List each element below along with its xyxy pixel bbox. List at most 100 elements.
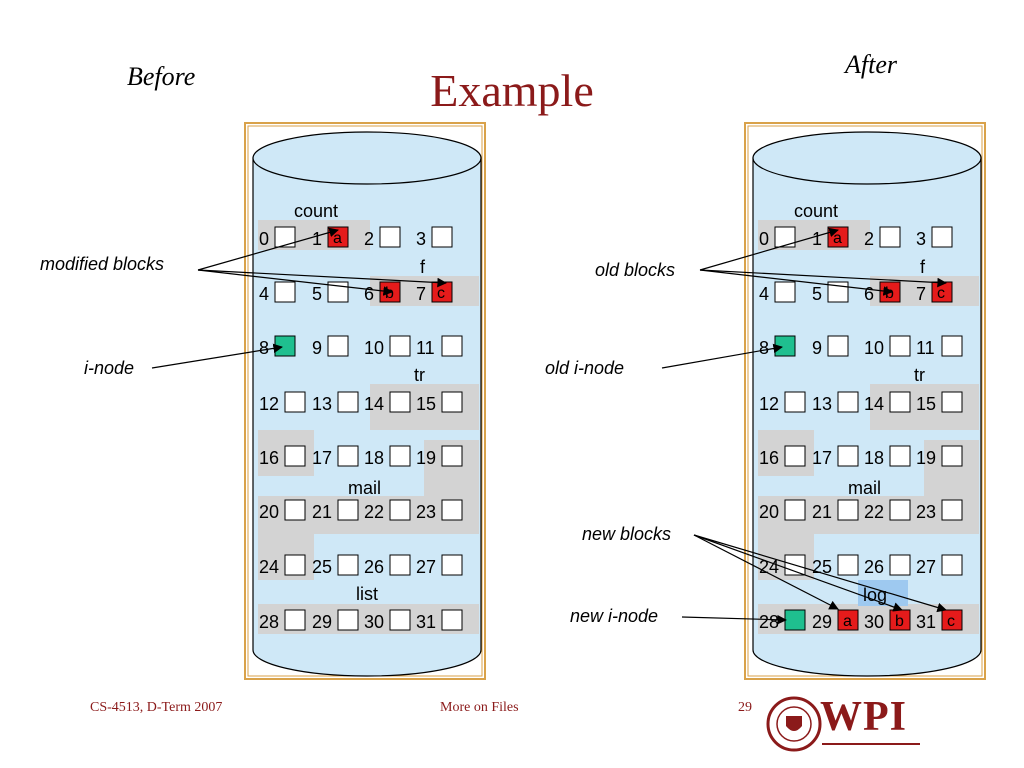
cylinder-top: [752, 131, 982, 185]
block-number: 0: [259, 229, 269, 249]
disk-frame: [744, 122, 986, 680]
block-box: [379, 226, 401, 248]
block-number: 12: [259, 394, 279, 414]
block-letter: b: [385, 285, 394, 302]
block-box: [389, 445, 411, 467]
block-number: 0: [759, 229, 769, 249]
log-highlight: [858, 580, 908, 606]
group-label: tr: [414, 365, 425, 385]
block-box: [774, 226, 796, 248]
block-number: 23: [416, 502, 436, 522]
block-box: [941, 391, 963, 413]
block-number: 23: [916, 502, 936, 522]
block-number: 28: [259, 612, 279, 632]
block-letter: c: [937, 285, 945, 302]
block-box: [889, 499, 911, 521]
wpi-seal-icon: [766, 696, 920, 752]
block-box: [941, 499, 963, 521]
block-number: 11: [916, 338, 935, 358]
footer-course: CS-4513, D-Term 2007: [90, 700, 223, 715]
block-number: 31: [416, 612, 436, 632]
block-box: [389, 609, 411, 631]
group-label: f: [420, 257, 426, 277]
slide-title: Example: [430, 65, 594, 116]
new-blocks-label: new blocks: [582, 524, 671, 544]
block-number: 19: [416, 448, 436, 468]
block-number: 22: [364, 502, 384, 522]
block-number: 7: [916, 284, 926, 304]
block-box: [441, 391, 463, 413]
block-number: 16: [259, 448, 279, 468]
block-number: 20: [759, 502, 779, 522]
block-box: [837, 499, 859, 521]
new-inode-label: new i-node: [570, 606, 658, 626]
block-number: 25: [812, 557, 832, 577]
block-letter: c: [947, 613, 955, 630]
block-box: [284, 554, 306, 576]
block-number: 21: [312, 502, 332, 522]
block-box: [837, 554, 859, 576]
group-label: mail: [848, 478, 881, 498]
block-box: [784, 391, 806, 413]
block-box: [441, 609, 463, 631]
block-box: [879, 226, 901, 248]
block-letter: a: [833, 230, 842, 247]
block-box: [327, 335, 349, 357]
block-box: [931, 226, 953, 248]
group-label: f: [920, 257, 926, 277]
block-box: [827, 281, 849, 303]
group-label: list: [356, 584, 378, 604]
callout-arrow: [197, 269, 447, 288]
block-box: [941, 554, 963, 576]
block-number: 11: [416, 338, 435, 358]
group-label: log: [863, 585, 887, 605]
block-box: [284, 609, 306, 631]
block-number: 27: [916, 557, 936, 577]
block-box: [389, 554, 411, 576]
block-number: 15: [916, 394, 936, 414]
block-number: 25: [312, 557, 332, 577]
modified-block: [837, 609, 859, 631]
after-caption: After: [845, 50, 897, 79]
block-box: [774, 281, 796, 303]
block-number: 3: [416, 229, 426, 249]
modified-block: [941, 609, 963, 631]
block-number: 26: [864, 557, 884, 577]
block-box: [389, 499, 411, 521]
block-number: 14: [364, 394, 384, 414]
block-number: 13: [312, 394, 332, 414]
block-number: 14: [864, 394, 884, 414]
block-number: 30: [864, 612, 884, 632]
callout-arrow: [681, 614, 787, 625]
block-letter: a: [843, 613, 852, 630]
block-box: [284, 391, 306, 413]
block-box: [284, 445, 306, 467]
footer-page-number: 29: [738, 700, 752, 715]
block-box: [889, 335, 911, 357]
block-box: [889, 445, 911, 467]
block-box: [941, 335, 963, 357]
block-number: 29: [312, 612, 332, 632]
block-number: 8: [759, 338, 769, 358]
callout-arrow: [661, 343, 783, 369]
block-box: [389, 391, 411, 413]
block-number: 10: [864, 338, 884, 358]
block-number: 16: [759, 448, 779, 468]
block-box: [441, 554, 463, 576]
block-letter: b: [885, 285, 894, 302]
block-number: 10: [364, 338, 384, 358]
block-number: 3: [916, 229, 926, 249]
block-box: [837, 445, 859, 467]
block-box: [941, 445, 963, 467]
inode-block: [784, 609, 806, 631]
group-label: count: [294, 201, 338, 221]
block-number: 7: [416, 284, 426, 304]
inode-block: [774, 335, 796, 357]
block-number: 9: [312, 338, 322, 358]
footer-topic: More on Files: [440, 700, 519, 715]
block-number: 4: [259, 284, 269, 304]
block-box: [827, 335, 849, 357]
callout-arrow: [693, 534, 903, 612]
